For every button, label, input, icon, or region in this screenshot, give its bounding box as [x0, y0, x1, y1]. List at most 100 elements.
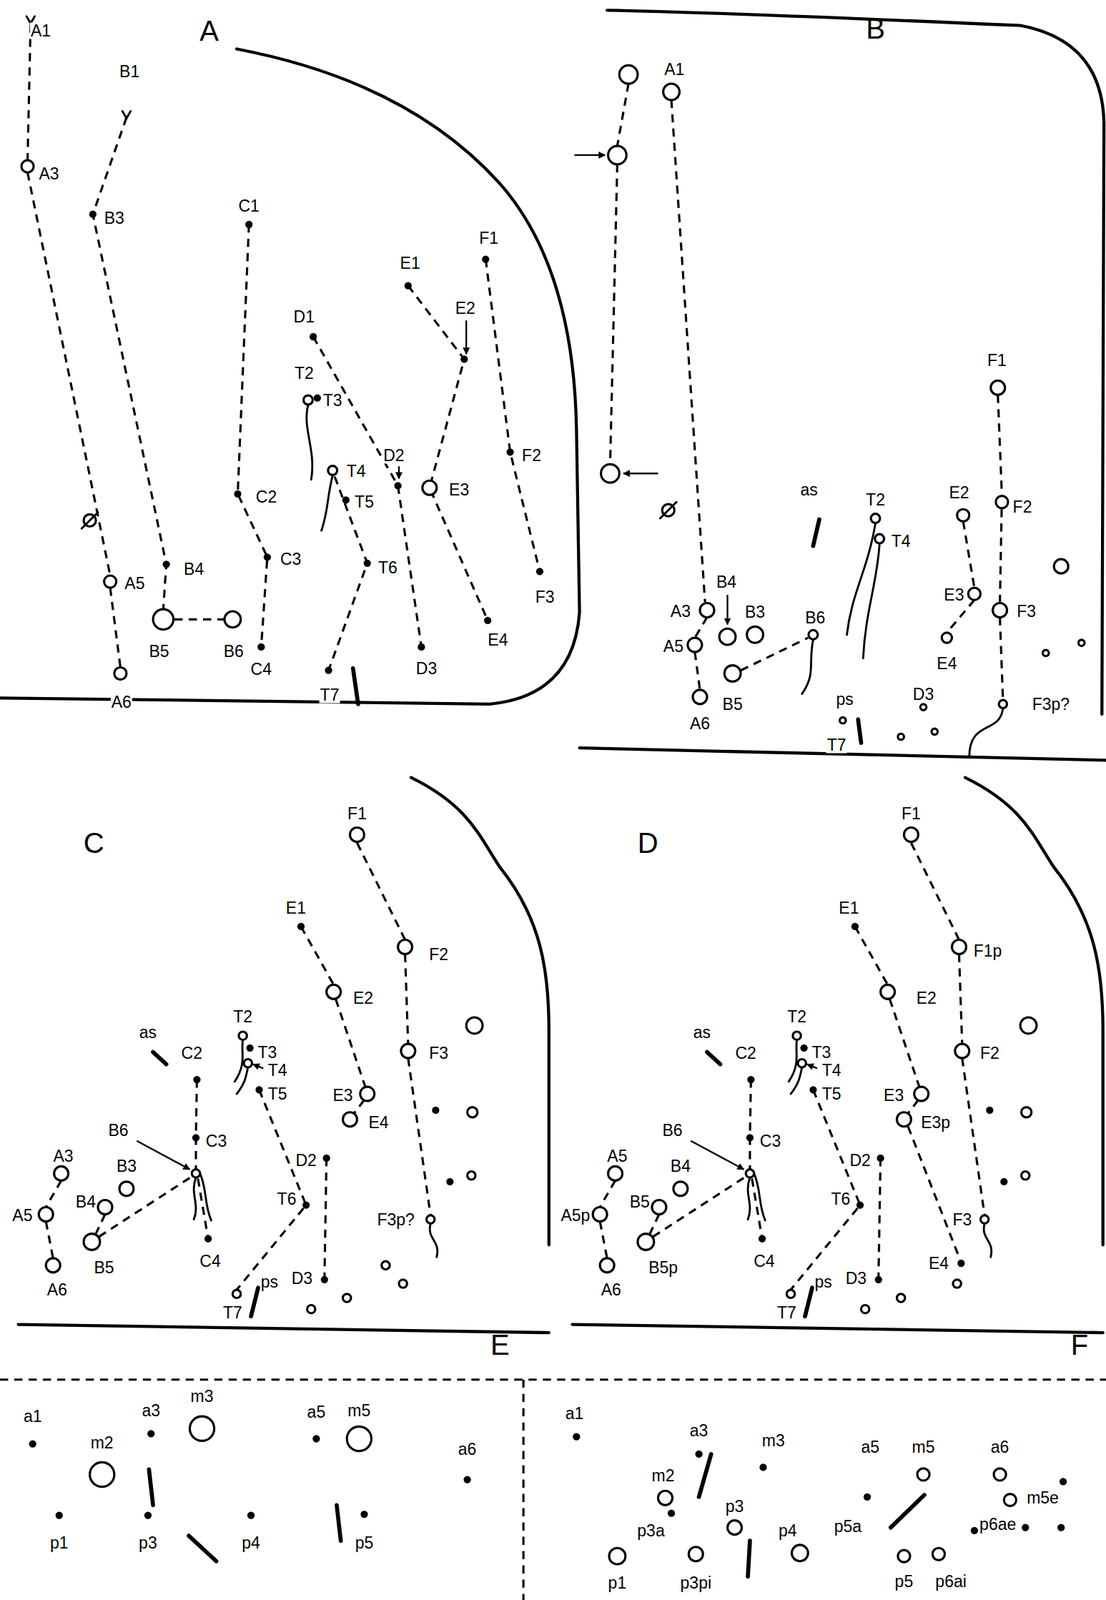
- slashed-seta: [81, 512, 98, 530]
- seta-label: T7: [222, 1304, 244, 1321]
- seta-socket: [467, 1107, 478, 1118]
- seta-label: E2: [948, 484, 970, 502]
- seta-stroke: [188, 1535, 217, 1562]
- seta-label: B5p: [647, 1258, 679, 1276]
- seta-label: m5: [911, 1438, 936, 1455]
- seta-label: E4: [927, 1255, 950, 1272]
- seta-socket: [599, 1258, 615, 1273]
- seta-dot: [263, 553, 271, 561]
- macrochaeta-curve: [754, 1173, 766, 1221]
- seta-dot: [247, 1511, 255, 1519]
- seta-label: ps: [814, 1273, 833, 1290]
- seta-dot: [572, 1432, 580, 1440]
- macrochaeta-curve: [321, 475, 334, 531]
- seta-socket: [45, 1258, 61, 1273]
- seta-label: F2: [428, 945, 449, 963]
- seta-row-line: [0, 1378, 1106, 1381]
- seta-dot: [694, 1450, 703, 1458]
- seta-socket: [652, 1200, 667, 1215]
- seta-label: m2: [651, 1467, 676, 1484]
- head-outline: [411, 777, 550, 1246]
- seta-dot: [144, 1511, 152, 1519]
- macrochaeta-curve: [429, 1223, 438, 1257]
- seta-label: m5: [346, 1401, 372, 1419]
- seta-row-line: [889, 998, 919, 1087]
- seta-label: E4: [486, 631, 509, 648]
- seta-label: F2: [1012, 499, 1034, 516]
- seta-row-line: [790, 1089, 861, 1290]
- seta-label: p3: [724, 1497, 745, 1515]
- pointer-arrow: [807, 1064, 818, 1069]
- seta-row-line: [649, 1213, 660, 1234]
- seta-label: p5: [894, 1573, 915, 1591]
- seta-row-line: [195, 1079, 197, 1170]
- seta-label: F1p: [973, 942, 1004, 960]
- seta-label: D2: [848, 1151, 871, 1169]
- seta-label: D3: [845, 1270, 868, 1287]
- seta-label: E4: [935, 654, 958, 672]
- head-outline: [18, 1324, 550, 1333]
- seta-socket: [727, 1520, 743, 1535]
- seta-label: F2: [979, 1045, 1001, 1062]
- seta-row-line: [408, 285, 488, 621]
- seta-socket: [401, 1043, 416, 1059]
- seta-dot: [1021, 1524, 1029, 1532]
- seta-socket: [1053, 559, 1069, 574]
- seta-dot: [162, 560, 170, 568]
- seta-socket: [343, 1294, 352, 1302]
- seta-row-line: [694, 617, 708, 639]
- macrochaeta-curve: [788, 1039, 797, 1082]
- seta-socket: [673, 1181, 688, 1197]
- seta-socket: [932, 1547, 945, 1560]
- seta-row-line: [671, 100, 705, 602]
- seta-row-line: [907, 1100, 918, 1114]
- seta-dot: [29, 1439, 37, 1448]
- seta-socket: [914, 1086, 929, 1101]
- seta-label: T5: [267, 1085, 289, 1103]
- macrochaeta-curve: [236, 1067, 249, 1094]
- seta-stroke: [812, 519, 820, 546]
- seta-row-line: [616, 83, 629, 146]
- seta-dot: [323, 1154, 331, 1162]
- seta-label: p6ai: [934, 1573, 967, 1591]
- seta-socket: [657, 1490, 673, 1505]
- seta-dot: [363, 559, 372, 567]
- seta-socket: [152, 609, 174, 630]
- seta-socket: [114, 667, 127, 680]
- seta-label: B1: [118, 62, 141, 80]
- macrochaeta-curve: [969, 708, 1004, 758]
- seta-socket: [880, 984, 896, 999]
- seta-label: A6: [46, 1281, 68, 1299]
- seta-socket: [224, 611, 241, 628]
- seta-socket: [896, 1112, 911, 1127]
- seta-label: m3: [190, 1387, 215, 1405]
- seta-label: A3: [52, 1148, 74, 1165]
- seta-socket: [791, 1544, 808, 1562]
- seta-row-line: [45, 1221, 53, 1258]
- seta-dot: [233, 490, 241, 498]
- seta-socket: [1003, 1494, 1016, 1507]
- pointer-arrow: [465, 320, 467, 354]
- seta-label: T5: [353, 494, 375, 511]
- seta-socket: [920, 704, 927, 711]
- seta-label: p1: [49, 1534, 70, 1552]
- seta-row-line: [353, 1100, 364, 1114]
- seta-label: T4: [821, 1062, 843, 1079]
- seta-row-line: [238, 224, 268, 648]
- seta-label: B4: [183, 561, 205, 578]
- seta-label: a3: [140, 1401, 161, 1419]
- macrochaeta-curve: [193, 1177, 196, 1220]
- panel-letter: D: [637, 828, 660, 858]
- seta-socket: [466, 1017, 483, 1034]
- seta-dot: [800, 1044, 808, 1052]
- seta-dot: [309, 333, 317, 341]
- seta-label: C3: [205, 1132, 228, 1149]
- seta-socket: [719, 628, 736, 645]
- seta-label: D1: [293, 308, 316, 325]
- seta-socket: [941, 632, 952, 643]
- seta-label: a1: [564, 1404, 585, 1422]
- seta-dot: [481, 255, 490, 263]
- seta-label: F1: [478, 229, 500, 246]
- seta-label: T3: [322, 391, 344, 409]
- seta-label: A5: [11, 1206, 33, 1224]
